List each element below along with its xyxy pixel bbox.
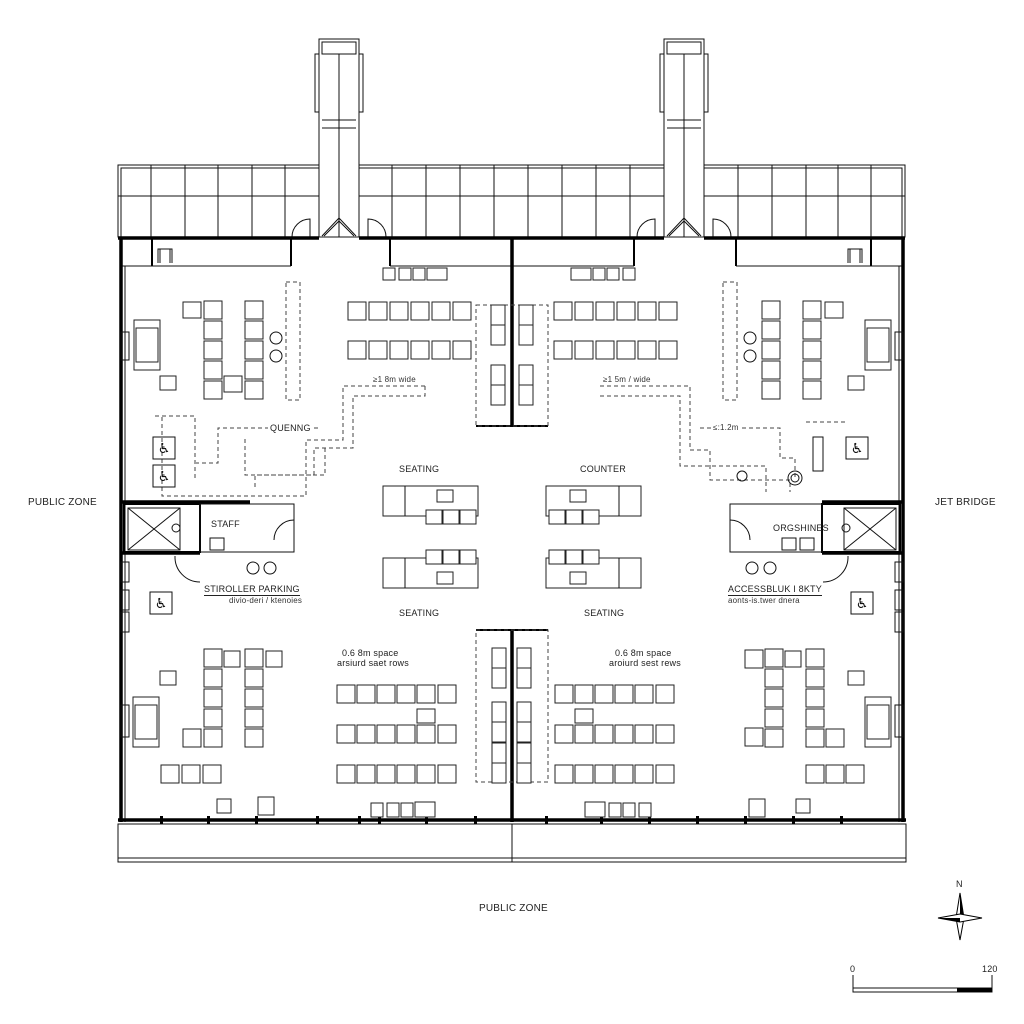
queue-lanes-east: [600, 385, 845, 492]
svg-text:♿: ♿: [155, 596, 168, 612]
seating-label-bottom-right: SEATING: [584, 608, 625, 618]
svg-text:♿: ♿: [856, 596, 869, 612]
seat-space-right-line2: aroiurd sest rews: [609, 658, 681, 668]
curtain-wall-north: [117, 164, 906, 238]
seating-label-bottom-left: SEATING: [399, 608, 440, 618]
scale-start-label: 0: [850, 964, 856, 974]
queue-lanes-west: [155, 385, 426, 497]
seat-space-left-line2: arsiurd saet rows: [337, 658, 409, 668]
seat-rows-north: [347, 267, 678, 360]
accessible-icon: ♿ ♿ ♿ ♿ ♿: [149, 436, 874, 615]
central-counters: [382, 485, 642, 589]
queue-width-left-label: ≥1 8m wide: [373, 375, 416, 384]
seating-label-center-top: SEATING: [399, 464, 440, 474]
seat-space-right-line1: 0.6 8m space: [615, 648, 672, 658]
public-zone-south-label: PUBLIC ZONE: [479, 903, 548, 914]
staff-room-label: STAFF: [211, 519, 240, 529]
jet-bridge-label: JET BRIDGE: [935, 497, 996, 508]
svg-text:♿: ♿: [158, 441, 171, 457]
accessible-entry-sublabel: aonts-is.twer dnera: [728, 596, 800, 605]
stroller-parking-sublabel: divio-deri / ktenoies: [229, 596, 303, 605]
svg-text:♿: ♿: [851, 441, 864, 457]
stroller-icons: [246, 561, 777, 575]
lounge-southeast: [744, 648, 892, 818]
lounge-northwest: [133, 281, 301, 401]
seat-rows-south: [336, 684, 675, 818]
seat-space-left-line1: 0.6 8m space: [342, 648, 399, 658]
scale-bar: [852, 975, 993, 993]
svg-text:♿: ♿: [158, 469, 171, 485]
queuing-label: QUENNG: [268, 423, 313, 433]
central-partition-south: [475, 629, 549, 822]
lounge-northeast: [722, 281, 892, 401]
queue-width-right-label: ≥1 5m / wide: [603, 375, 651, 384]
counter-label: COUNTER: [580, 464, 626, 474]
scale-end-label: 120: [982, 964, 998, 974]
east-service-core: [729, 500, 903, 583]
lounge-southwest: [132, 648, 283, 816]
compass-north-label: N: [956, 879, 963, 889]
east-room-label: ORGSHINES: [773, 523, 829, 533]
jet-bridge-west: [314, 38, 364, 238]
south-wall: [117, 816, 907, 863]
public-zone-west-label: PUBLIC ZONE: [28, 497, 97, 508]
north-arrow-icon: [937, 892, 983, 941]
accessible-entry-label: ACCESSBLUK I 8KTY: [728, 584, 822, 596]
stroller-parking-label: STIROLLER PARKING: [204, 584, 300, 596]
jet-bridge-east: [659, 38, 709, 238]
west-service-core: [121, 500, 295, 583]
central-partition-north: [475, 238, 549, 427]
queue-width-accessible-label: ≤:1.2m: [713, 423, 739, 432]
gate-doors: [291, 218, 732, 238]
